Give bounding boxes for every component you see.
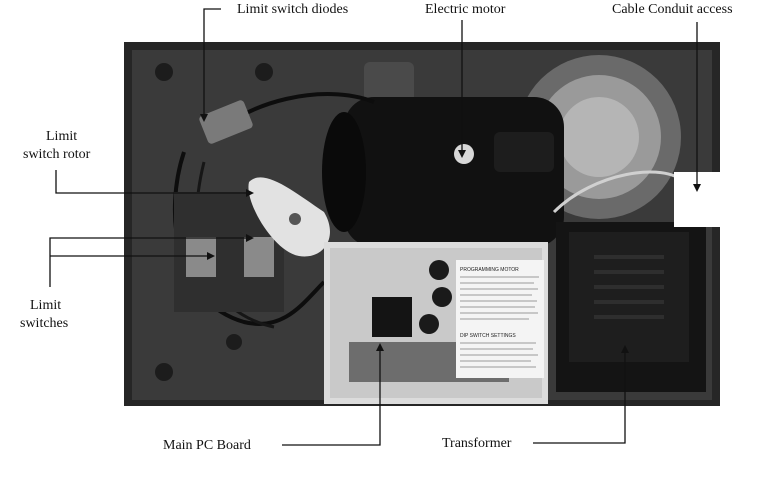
- board-sticker-section: DIP SWITCH SETTINGS: [460, 333, 516, 339]
- label-limit-switches-line1: Limit: [30, 298, 62, 313]
- leader-main-pc-board: [282, 343, 384, 446]
- leader-transformer: [533, 345, 629, 444]
- label-main-pc-board: Main PC Board: [163, 438, 251, 453]
- label-limit-switch-diodes: Limit switch diodes: [237, 2, 349, 17]
- label-limit-switch-rotor-line2: switch rotor: [23, 147, 91, 162]
- leader-limit-switch-rotor: [55, 170, 254, 197]
- leader-limit-switch-a: [49, 234, 254, 287]
- label-cable-conduit-access: Cable Conduit access: [612, 2, 733, 17]
- leader-limit-switch-diodes: [200, 8, 221, 122]
- label-limit-switches-line2: switches: [20, 316, 69, 331]
- label-electric-motor: Electric motor: [425, 2, 506, 17]
- label-transformer: Transformer: [442, 436, 512, 451]
- board-sticker-heading: PROGRAMMING MOTOR: [460, 267, 519, 273]
- opener-photo-graphic: PROGRAMMING MOTOR DIP SWITCH SETTINGS: [124, 42, 720, 406]
- label-limit-switch-rotor-line1: Limit: [46, 129, 78, 144]
- opener-photo: PROGRAMMING MOTOR DIP SWITCH SETTINGS: [124, 42, 720, 406]
